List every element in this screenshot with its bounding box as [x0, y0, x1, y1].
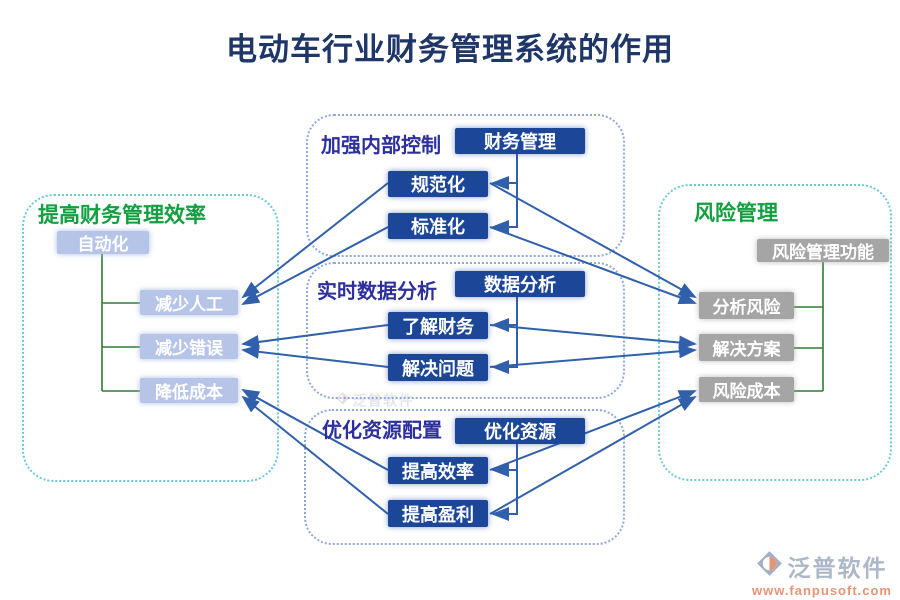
watermark-brand-text: 泛普软件 [787, 555, 888, 581]
solve-problems-box: 解决问题 [388, 354, 488, 381]
optimize-resources-box: 优化资源 [455, 418, 585, 444]
standardization-box: 标准化 [388, 213, 488, 239]
risk-panel-label: 风险管理 [694, 202, 778, 225]
watermark-bottom-right: 泛普软件 www.fanpusoft.com [752, 549, 892, 598]
panel-risk [658, 184, 892, 481]
analyze-risk-box: 分析风险 [699, 292, 794, 319]
fanpu-logo-icon [336, 391, 350, 408]
understand-finance-box: 了解财务 [388, 312, 488, 339]
resource-allocation-panel-label: 优化资源配置 [322, 420, 442, 442]
lower-costs-box: 降低成本 [140, 378, 238, 403]
financial-management-box: 财务管理 [455, 128, 585, 154]
watermark-brand-text: 泛普软件 [352, 392, 415, 409]
watermark-center: 泛普软件 [336, 389, 414, 410]
risk-cost-box: 风险成本 [699, 377, 794, 402]
data-analysis-panel-label: 实时数据分析 [317, 281, 437, 303]
watermark-url-text: www.fanpusoft.com [751, 583, 892, 598]
increase-profit-box: 提高盈利 [388, 500, 488, 527]
improve-efficiency-box: 提高效率 [388, 457, 488, 484]
internal-control-panel-label: 加强内部控制 [321, 135, 441, 157]
solutions-box: 解决方案 [699, 334, 794, 361]
efficiency-panel-label: 提高财务管理效率 [38, 204, 206, 227]
reduce-labor-box: 减少人工 [140, 290, 238, 315]
reduce-errors-box: 减少错误 [140, 334, 238, 359]
fanpu-logo-icon [756, 550, 783, 582]
normalization-box: 规范化 [388, 171, 488, 197]
diagram-title: 电动车行业财务管理系统的作用 [226, 32, 674, 67]
data-analysis-box: 数据分析 [455, 271, 585, 297]
automation-box: 自动化 [57, 231, 149, 254]
risk-management-functions-box: 风险管理功能 [757, 239, 889, 262]
